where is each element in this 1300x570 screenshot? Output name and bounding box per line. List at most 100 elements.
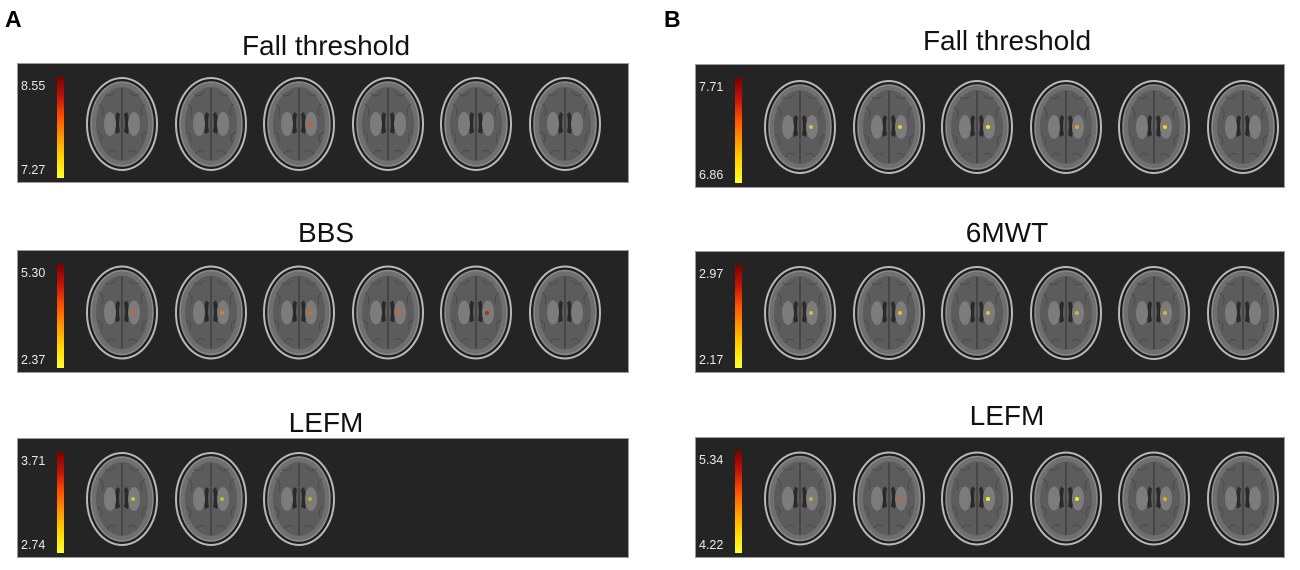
activation-spot [986,311,991,315]
brain-slice-image [941,451,1014,546]
brain-slice [1206,449,1280,548]
row-title: Fall threshold [241,30,411,61]
brain-slice [85,75,159,173]
brain-slice [174,262,248,363]
activation-spot [219,310,224,315]
brain-slice [262,75,336,173]
activation-spot [396,310,401,315]
brain-slice-image [1118,80,1191,174]
activation-spot [1074,311,1079,315]
brain-slice-image [1118,266,1191,360]
brain-slice-image [529,265,601,360]
colorbar-max-label: 7.71 [699,80,724,94]
brain-slice [439,75,513,173]
brain-slice-image [263,265,336,360]
row-title: BBS [297,217,355,248]
colorbar-min-label: 2.74 [21,538,46,552]
brain-slice [174,75,248,173]
brain-slice [528,75,602,173]
brain-slice-image [852,266,925,360]
brain-slice [763,449,837,548]
brain-slice-image [86,265,158,360]
brain-slice [439,262,513,363]
brain-slice [1029,76,1103,178]
brain-slice-image [1207,266,1279,360]
brain-slice-image [764,80,836,174]
brain-slice-image [86,77,158,171]
activation-spot [308,497,313,501]
activation-spot [1163,125,1168,129]
brain-slice-image [941,80,1014,174]
brain-slice-image [263,77,336,171]
activation-spot [809,125,813,129]
brain-slice-image [1118,451,1191,546]
brain-slice-image [440,77,513,171]
brain-slice-image [351,265,424,360]
activation-spot [897,125,902,129]
row-title: 6MWT [965,217,1049,248]
brain-slice [85,450,159,548]
brain-slice [1206,76,1280,178]
brain-slice-image [1029,266,1102,360]
brain-slice [852,76,926,178]
brain-slice [528,262,602,363]
brain-slice [1117,449,1191,548]
brain-slice-image [529,77,601,171]
activation-spot [308,122,313,126]
brain-slice [351,262,425,363]
row-title: Fall threshold [922,25,1092,56]
activation-spot [1163,496,1168,501]
colorbar-max-label: 5.34 [699,453,724,467]
colorbar-max-label: 5.30 [21,266,46,280]
row-title: LEFM [288,407,364,438]
brain-slice-image [263,452,336,546]
brain-slice [1029,263,1103,363]
brain-slice-image [440,265,513,360]
brain-slice-image [174,77,247,171]
brain-slice-strip: 5.34 4.22 [695,437,1285,558]
brain-slice-strip: 5.30 2.37 [17,250,629,373]
brain-slice [763,263,837,363]
brain-slice [940,449,1014,548]
colorbar-min-label: 7.27 [21,163,46,177]
brain-slice [174,450,248,548]
brain-slice-image [1029,451,1102,546]
brain-slice [85,262,159,363]
activation-spot [986,496,991,501]
activation-spot [308,310,313,315]
brain-slice [940,76,1014,178]
row-title: LEFM [969,400,1045,431]
colorbar [57,452,64,553]
brain-slice-image [852,451,925,546]
activation-spot [219,497,224,501]
brain-slice-image [174,452,247,546]
brain-slice-image [1029,80,1102,174]
colorbar [57,264,64,368]
colorbar [57,77,64,178]
panel-letter: B [664,6,681,32]
activation-spot [809,311,813,315]
brain-slice [1117,76,1191,178]
colorbar-min-label: 2.17 [699,353,724,367]
brain-slice [262,262,336,363]
activation-spot [485,310,490,315]
brain-slice [262,450,336,548]
brain-slice-image [351,77,424,171]
colorbar-min-label: 2.37 [21,353,46,367]
brain-slice [1029,449,1103,548]
activation-spot [131,310,135,315]
brain-slice [351,75,425,173]
brain-slice-image [941,266,1014,360]
colorbar-min-label: 4.22 [699,538,724,552]
activation-spot [897,496,902,501]
brain-slice [940,263,1014,363]
activation-spot [1163,311,1168,315]
brain-slice-image [764,266,836,360]
activation-spot [809,496,813,501]
brain-slice [852,263,926,363]
activation-spot [1074,496,1079,501]
